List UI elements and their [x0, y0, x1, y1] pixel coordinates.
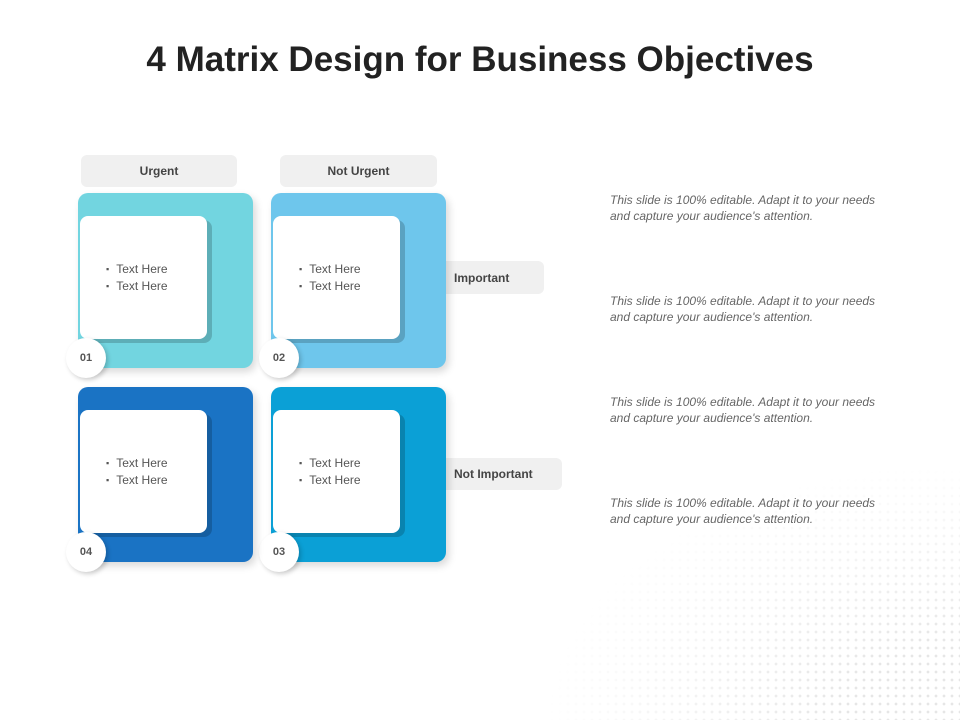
- description-2: This slide is 100% editable. Adapt it to…: [610, 294, 876, 324]
- description-3: This slide is 100% editable. Adapt it to…: [610, 395, 876, 425]
- bullet-item: Text Here: [299, 472, 400, 489]
- number-badge: 04: [66, 532, 106, 572]
- quadrant-03: Text HereText Here 03: [259, 387, 446, 572]
- bullet-item: Text Here: [106, 472, 207, 489]
- column-header-not-urgent: Not Urgent: [280, 155, 437, 187]
- bullet-item: Text Here: [106, 455, 207, 472]
- quadrant-04: Text HereText Here 04: [66, 387, 253, 572]
- bullet-item: Text Here: [106, 278, 207, 295]
- row-header-not-important: Not Important: [440, 458, 562, 490]
- number-badge: 01: [66, 338, 106, 378]
- description-1: This slide is 100% editable. Adapt it to…: [610, 193, 876, 223]
- row-header-important: Important: [440, 261, 544, 294]
- column-header-urgent: Urgent: [81, 155, 237, 187]
- quadrant-card: Text HereText Here: [273, 410, 400, 533]
- number-badge: 03: [259, 532, 299, 572]
- number-badge: 02: [259, 338, 299, 378]
- quadrant-card: Text HereText Here: [273, 216, 400, 339]
- quadrant-01: Text HereText Here 01: [66, 193, 253, 378]
- quadrant-card: Text HereText Here: [80, 410, 207, 533]
- bullet-item: Text Here: [299, 261, 400, 278]
- description-4: This slide is 100% editable. Adapt it to…: [610, 496, 876, 526]
- halftone-decoration: [540, 460, 960, 720]
- bullet-item: Text Here: [299, 278, 400, 295]
- page-title: 4 Matrix Design for Business Objectives: [146, 40, 814, 79]
- bullet-item: Text Here: [299, 455, 400, 472]
- quadrant-card: Text HereText Here: [80, 216, 207, 339]
- bullet-item: Text Here: [106, 261, 207, 278]
- quadrant-02: Text HereText Here 02: [259, 193, 446, 378]
